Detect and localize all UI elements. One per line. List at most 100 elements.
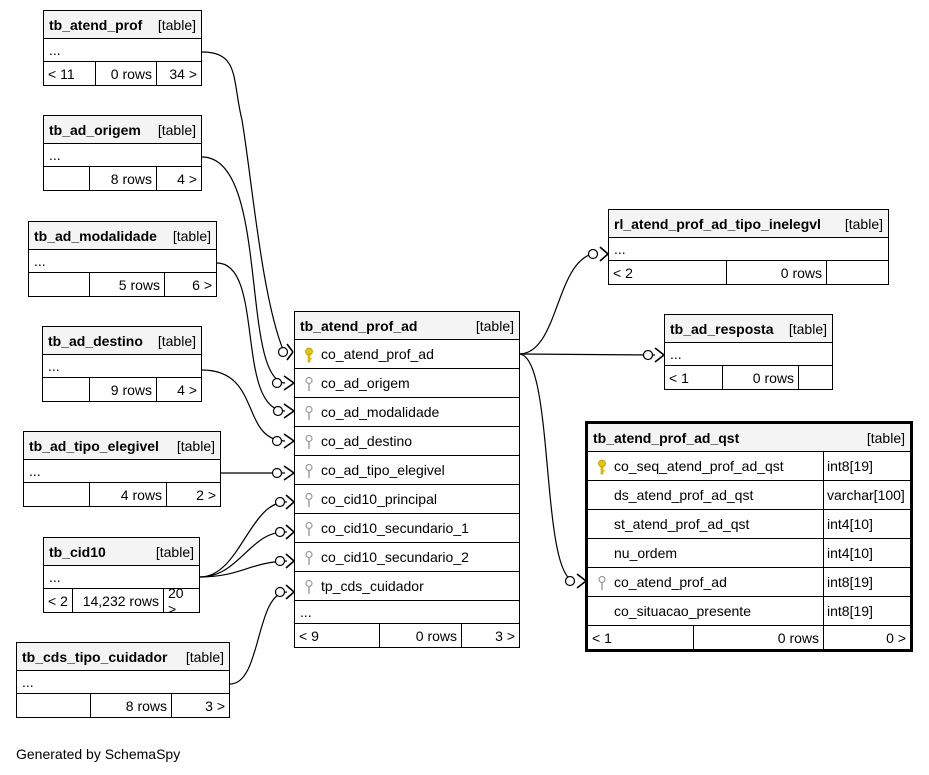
table-name: tb_atend_prof bbox=[49, 16, 143, 33]
table-type: [table] bbox=[475, 317, 514, 334]
ellipsis-row: ... bbox=[17, 671, 229, 694]
column-name: tp_cds_cuidador bbox=[321, 578, 424, 594]
column-name: co_ad_tipo_elegivel bbox=[321, 462, 445, 478]
row-count: 4 rows bbox=[90, 483, 167, 506]
edge-ad-modalidade bbox=[216, 262, 286, 412]
ellipsis-row: ... bbox=[43, 355, 201, 378]
parents-count bbox=[24, 483, 90, 506]
foreign-key-icon bbox=[305, 579, 313, 594]
foreign-key-icon bbox=[305, 463, 313, 478]
table-type: [table] bbox=[844, 215, 883, 232]
column-row[interactable]: co_cid10_secundario_1 bbox=[295, 514, 519, 543]
column-row[interactable]: st_atend_prof_ad_qst int4[10] bbox=[588, 510, 910, 539]
table-rl-atend-prof-ad-tipo-inelegvl[interactable]: rl_atend_prof_ad_tipo_inelegvl[table] ..… bbox=[608, 209, 889, 285]
crowfoot bbox=[286, 343, 294, 361]
crowfoot-circle bbox=[277, 346, 289, 358]
table-tb-atend-prof-ad[interactable]: tb_atend_prof_ad [table] co_atend_prof_ad… bbox=[294, 311, 520, 648]
ellipsis-row: ... bbox=[295, 601, 519, 624]
column-row[interactable]: co_ad_origem bbox=[295, 369, 519, 398]
row-count: 0 rows bbox=[723, 366, 799, 389]
crowfoot-circle bbox=[274, 526, 286, 538]
row-count: 8 rows bbox=[91, 694, 172, 717]
table-type: [table] bbox=[157, 121, 196, 138]
parents-count bbox=[17, 694, 91, 717]
crowfoot-circle bbox=[271, 435, 283, 447]
parents-count: < 1 bbox=[588, 626, 694, 649]
column-row[interactable]: nu_ordem int4[10] bbox=[588, 539, 910, 568]
crowfoot-circle bbox=[272, 405, 284, 417]
table-name: tb_ad_destino bbox=[48, 332, 143, 349]
column-name: co_atend_prof_ad bbox=[321, 346, 434, 362]
column-name: co_situacao_presente bbox=[588, 597, 824, 625]
row-count: 14,232 rows bbox=[73, 589, 164, 612]
row-count: 5 rows bbox=[90, 273, 165, 296]
crowfoot bbox=[283, 375, 295, 391]
crowfoot bbox=[285, 524, 295, 540]
crowfoot bbox=[654, 347, 665, 363]
edge-ad-resposta bbox=[518, 353, 656, 356]
foreign-key-icon bbox=[305, 521, 313, 536]
table-name: tb_ad_origem bbox=[49, 121, 141, 138]
children-count: 2 > bbox=[196, 486, 216, 503]
row-count: 0 rows bbox=[96, 62, 157, 85]
crowfoot bbox=[599, 246, 609, 262]
column-type: int8[19] bbox=[827, 574, 873, 590]
primary-key-icon bbox=[598, 459, 606, 475]
table-name: tb_atend_prof_ad_qst bbox=[593, 429, 740, 446]
column-row[interactable]: co_cid10_principal bbox=[295, 485, 519, 514]
table-name: tb_atend_prof_ad bbox=[300, 317, 418, 334]
primary-key-icon bbox=[305, 347, 313, 363]
column-row[interactable]: co_ad_tipo_elegivel bbox=[295, 456, 519, 485]
crowfoot bbox=[283, 433, 295, 449]
children-count: 3 > bbox=[495, 627, 515, 644]
children-count: 4 > bbox=[177, 381, 197, 398]
column-name: co_cid10_secundario_2 bbox=[321, 549, 469, 565]
children-count: 34 > bbox=[169, 65, 197, 82]
table-type: [table] bbox=[866, 429, 905, 446]
column-name: nu_ordem bbox=[588, 539, 824, 567]
row-count: 9 rows bbox=[90, 378, 157, 401]
ellipsis-row: ... bbox=[665, 343, 832, 366]
ellipsis-row: ... bbox=[29, 250, 216, 273]
parents-count: < 1 bbox=[665, 366, 723, 389]
column-name: st_atend_prof_ad_qst bbox=[588, 510, 824, 538]
column-row[interactable]: co_atend_prof_ad bbox=[295, 340, 519, 369]
column-row[interactable]: co_atend_prof_ad int8[19] bbox=[588, 568, 910, 597]
column-row[interactable]: co_ad_modalidade bbox=[295, 398, 519, 427]
ellipsis-row: ... bbox=[44, 39, 201, 62]
table-tb-atend-prof-ad-qst[interactable]: tb_atend_prof_ad_qst [table] co_seq_atend… bbox=[585, 421, 913, 652]
column-name: co_ad_modalidade bbox=[321, 404, 440, 420]
edge-cds-cuidador bbox=[229, 591, 288, 685]
column-row[interactable]: co_situacao_presente int8[19] bbox=[588, 597, 910, 626]
parents-count: < 2 bbox=[44, 589, 73, 612]
crowfoot bbox=[283, 465, 295, 481]
column-name: co_atend_prof_ad bbox=[588, 568, 824, 596]
row-count: 0 rows bbox=[727, 261, 827, 284]
children-count: 6 > bbox=[192, 276, 212, 293]
column-name: co_cid10_secundario_1 bbox=[321, 520, 469, 536]
column-name: co_ad_origem bbox=[321, 375, 410, 391]
column-row[interactable]: co_ad_destino bbox=[295, 427, 519, 456]
crowfoot-circle bbox=[274, 496, 286, 508]
table-name: tb_ad_resposta bbox=[670, 320, 774, 337]
column-row[interactable]: tp_cds_cuidador bbox=[295, 572, 519, 601]
column-row[interactable]: co_cid10_secundario_2 bbox=[295, 543, 519, 572]
column-row[interactable]: co_seq_atend_prof_ad_qst int8[19] bbox=[588, 452, 910, 481]
column-name: co_seq_atend_prof_ad_qst bbox=[588, 452, 824, 480]
crowfoot-circle bbox=[642, 349, 654, 361]
column-type: int8[19] bbox=[827, 603, 873, 619]
table-name: tb_cds_tipo_cuidador bbox=[22, 648, 168, 665]
column-type: int4[10] bbox=[827, 545, 873, 561]
parents-count bbox=[44, 167, 90, 190]
column-row[interactable]: ds_atend_prof_ad_qst varchar[100] bbox=[588, 481, 910, 510]
column-name: co_ad_destino bbox=[321, 433, 413, 449]
